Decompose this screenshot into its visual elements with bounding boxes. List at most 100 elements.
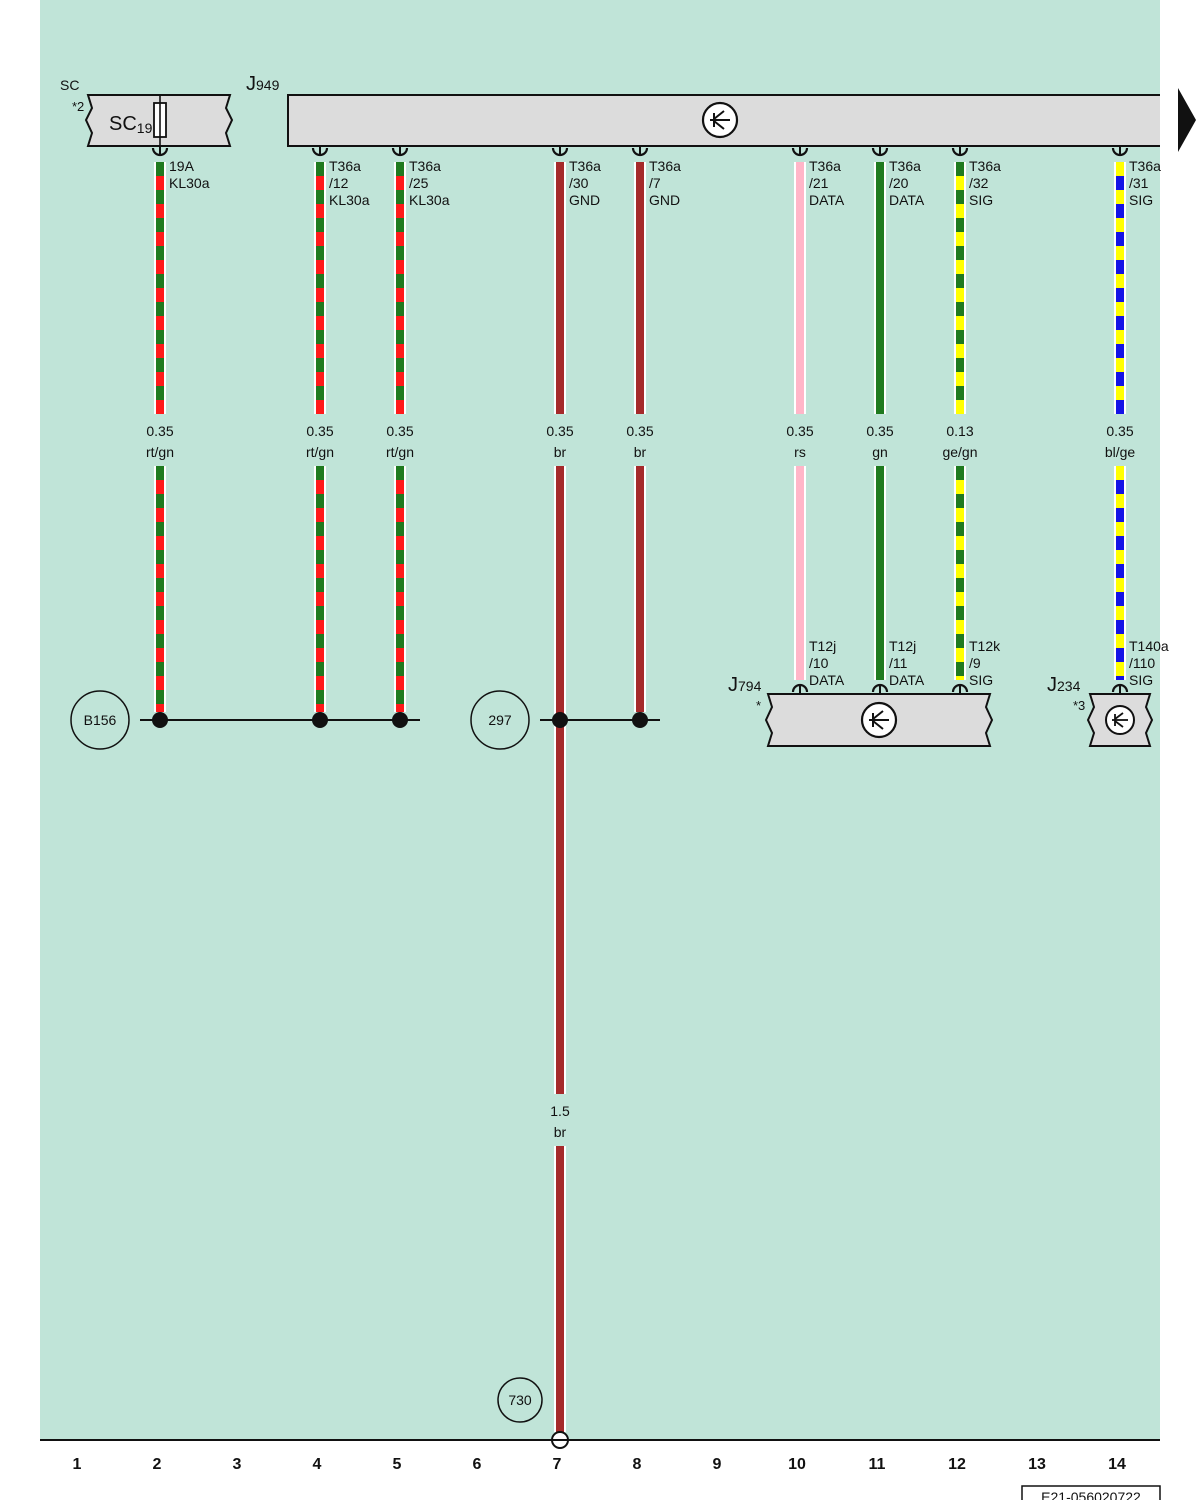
connection-point-label: 730 (508, 1392, 532, 1408)
wire-label-w8: 0.35 br (626, 423, 653, 460)
fuse-signal: KL30a (169, 175, 210, 191)
pin-connector: T36a (1129, 158, 1161, 174)
wire-color-code: br (554, 444, 567, 460)
pin-label-w7: T36a /30 GND (569, 158, 601, 208)
wire-size: 1.5 (550, 1103, 570, 1119)
wire-size: 0.35 (546, 423, 573, 439)
pin-number: /31 (1129, 175, 1149, 191)
j234-note: *3 (1073, 698, 1085, 713)
pin-label-w10: T36a /21 DATA (809, 158, 845, 208)
fuse-terminal: 19A (169, 158, 195, 174)
wire-size: 0.35 (1106, 423, 1133, 439)
pin-connector: T12k (969, 638, 1001, 654)
pin-number: /25 (409, 175, 429, 191)
pin-signal: SIG (1129, 192, 1153, 208)
pin-number: /30 (569, 175, 589, 191)
connection-point-b156[interactable]: B156 (70, 690, 130, 750)
column-number: 5 (393, 1456, 402, 1473)
control-unit-icon (701, 101, 739, 139)
fuse-name: SC19 (109, 113, 153, 136)
module-j234: J234 *3 (1047, 674, 1154, 747)
pin-signal: SIG (1129, 672, 1153, 688)
control-unit-icon (860, 701, 898, 739)
pin-number: /20 (889, 175, 909, 191)
pin-signal: KL30a (409, 192, 450, 208)
wire-size: 0.13 (946, 423, 973, 439)
page-ref-text: E21-056020722 (1041, 1489, 1141, 1500)
column-number: 4 (313, 1456, 322, 1473)
column-number: 11 (869, 1456, 886, 1473)
pin-label-w11: T36a /20 DATA (889, 158, 925, 208)
column-number: 7 (553, 1456, 562, 1473)
lower-pin-label-j794-11: T12j /11 DATA (889, 638, 925, 688)
pin-label-w14: T36a /31 SIG (1129, 158, 1161, 208)
pin-signal: DATA (889, 192, 925, 208)
column-number: 2 (153, 1456, 162, 1473)
pin-connector: T36a (969, 158, 1001, 174)
wire-label-w4: 0.35 rt/gn (306, 423, 334, 460)
wire-label-w14: 0.35 bl/ge (1105, 423, 1136, 460)
pin-label-w12: T36a /32 SIG (969, 158, 1001, 208)
column-number: 8 (633, 1456, 642, 1473)
wire-color-code: ge/gn (942, 444, 977, 460)
wire-label-w7: 0.35 br (546, 423, 573, 460)
lower-pin-label-j794-10: T12j /10 DATA (809, 638, 845, 688)
column-number: 10 (788, 1456, 806, 1473)
splice-node (632, 712, 648, 728)
pin-number: /10 (809, 655, 829, 671)
wire-label-w11: 0.35 gn (866, 423, 893, 460)
splice-node (152, 712, 168, 728)
fuse-pin-label: 19A KL30a (169, 158, 210, 191)
wire-size: 0.35 (866, 423, 893, 439)
column-number: 6 (473, 1456, 482, 1473)
connection-point-730[interactable]: 730 (497, 1377, 543, 1423)
wires-layer (151, 146, 1129, 1432)
wire-label-w10: 0.35 rs (786, 423, 813, 460)
pin-connector: T36a (649, 158, 681, 174)
wire-label-w12: 0.13 ge/gn (942, 423, 977, 460)
pin-label-w5: T36a /25 KL30a (409, 158, 450, 208)
connection-point-label: 297 (488, 712, 512, 728)
wire-color-code: br (554, 1124, 567, 1140)
fuse-box-note: *2 (72, 99, 84, 114)
pin-signal: DATA (809, 672, 845, 688)
lower-pin-label-j234-110: T140a /110 SIG (1129, 638, 1169, 688)
page-reference: E21-056020722 (1021, 1485, 1161, 1500)
connection-point-label: B156 (84, 712, 117, 728)
wire-size: 0.35 (386, 423, 413, 439)
pin-number: /110 (1129, 655, 1155, 671)
column-number: 1 (73, 1456, 82, 1473)
pin-connector: T36a (329, 158, 361, 174)
pin-number: /12 (329, 175, 349, 191)
connection-point-297[interactable]: 297 (470, 690, 530, 750)
pin-connector: T12j (809, 638, 836, 654)
pin-signal: SIG (969, 192, 993, 208)
pin-number: /21 (809, 175, 829, 191)
wire-label-w2: 0.35 rt/gn (146, 423, 174, 460)
fuse-box-group-label: SC (60, 77, 79, 93)
pin-number: /32 (969, 175, 989, 191)
pin-signal: KL30a (329, 192, 370, 208)
pin-signal: GND (649, 192, 680, 208)
column-number: 9 (713, 1456, 722, 1473)
wire-size: 0.35 (306, 423, 333, 439)
control-unit-icon (1105, 705, 1135, 735)
pin-connector: T140a (1129, 638, 1169, 654)
column-number: 3 (233, 1456, 242, 1473)
continuation-arrow-icon[interactable] (1178, 88, 1196, 152)
pin-connector: T12j (889, 638, 916, 654)
pin-connector: T36a (809, 158, 841, 174)
j949-label: J949 (246, 73, 280, 95)
fuse-box-sc: SC *2 SC19 (60, 77, 234, 147)
pin-connector: T36a (889, 158, 921, 174)
pin-label-w4: T36a /12 KL30a (329, 158, 370, 208)
wire-label-ground: 1.5 br (550, 1103, 570, 1140)
wire-color-code: bl/ge (1105, 444, 1136, 460)
pin-number: /9 (969, 655, 981, 671)
pin-number: /11 (889, 655, 908, 671)
module-j949: J949 (246, 73, 1169, 147)
splice-node (312, 712, 328, 728)
pin-signal: SIG (969, 672, 993, 688)
